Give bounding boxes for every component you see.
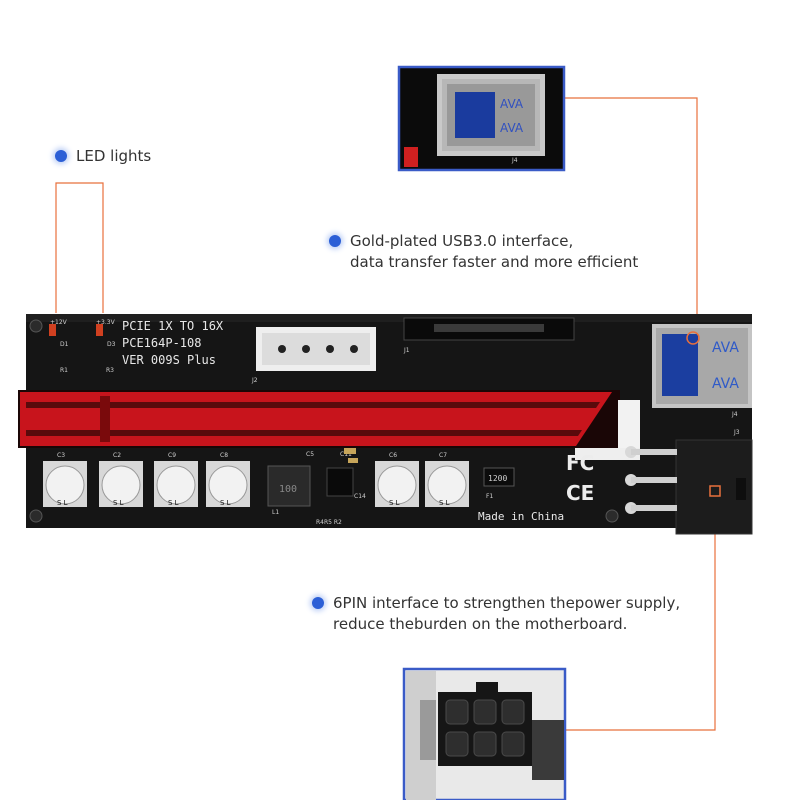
callout-led-text: LED lights — [76, 147, 152, 165]
ref-r3: R3 — [106, 367, 114, 374]
capacitor-group: 33016VVTES LC333016VVTES LC233016VVTES L… — [43, 452, 469, 507]
usb-logo-top: AVA — [712, 340, 739, 356]
usb3-port: AVA AVA J4 — [652, 324, 752, 418]
capacitor-foot: S L — [389, 499, 400, 507]
capacitor-ref: C2 — [113, 452, 121, 459]
capacitor: S L C6 — [375, 452, 419, 507]
board-title-2: PCE164P-108 — [122, 336, 201, 350]
bullet-dot-icon — [55, 150, 67, 162]
six-pin-connector: J3 — [625, 429, 753, 535]
inductor-code: 100 — [279, 484, 297, 495]
ce-mark: CE — [566, 481, 594, 505]
ref-d3: D3 — [107, 341, 116, 348]
capacitor-foot: S L — [113, 499, 124, 507]
board-title-3: VER 009S Plus — [122, 353, 216, 367]
board-title-1: PCIE 1X TO 16X — [122, 319, 224, 333]
label-12v: +12V — [50, 319, 68, 326]
ref-j1: J1 — [403, 347, 410, 354]
usb-closeup-inset: AVA AVA J4 — [397, 65, 566, 172]
capacitor: S L C2 — [99, 452, 143, 507]
ref-j4: J4 — [731, 411, 738, 418]
capacitor-foot: S L — [439, 499, 450, 507]
callout-usb: Gold-plated USB3.0 interface, data trans… — [329, 231, 639, 273]
bullet-dot-icon — [329, 235, 341, 247]
inset-usb-logo-bottom: AVA — [500, 121, 524, 135]
capacitor-ref: C8 — [220, 452, 228, 459]
callout-usb-line1: Gold-plated USB3.0 interface, — [350, 232, 574, 250]
leader-lines — [55, 97, 716, 731]
ref-c14: C14 — [354, 493, 366, 500]
ref-j3: J3 — [733, 429, 740, 436]
capacitor-ref: C9 — [168, 452, 176, 459]
capacitor-ref: C3 — [57, 452, 65, 459]
regulator-chip — [326, 467, 354, 497]
inductor — [267, 465, 311, 507]
slot-latch — [618, 400, 640, 458]
capacitor-foot: S L — [220, 499, 231, 507]
callout-led-lights: LED lights — [55, 146, 152, 167]
callout-6pin: 6PIN interface to strengthen thepower su… — [312, 593, 681, 635]
led-3v3 — [96, 324, 103, 336]
usb-logo-bottom: AVA — [712, 376, 739, 392]
ref-j2: J2 — [251, 377, 258, 384]
inset-ref-j4: J4 — [511, 157, 518, 164]
pcie-x16-slot — [18, 390, 640, 460]
ref-c11: C11 — [340, 451, 352, 458]
capacitor-ref: C6 — [389, 452, 397, 459]
label-3v3: +3.3V — [96, 319, 116, 326]
callout-usb-line2: data transfer faster and more efficient — [350, 253, 639, 271]
six-pin-closeup-inset — [402, 667, 567, 800]
ref-l1: L1 — [272, 509, 279, 516]
made-in-label: Made in China — [478, 510, 564, 523]
ref-c5: C5 — [306, 451, 314, 458]
capacitor: S L C9 — [154, 452, 198, 507]
led-12v — [49, 324, 56, 336]
callout-6pin-line1: 6PIN interface to strengthen thepower su… — [333, 594, 681, 612]
fc-mark: FC — [566, 451, 594, 475]
capacitor: S L C8 — [206, 452, 250, 507]
inset-usb-logo-top: AVA — [500, 97, 524, 111]
bullet-dot-icon — [312, 597, 324, 609]
capacitor: S L C7 — [425, 452, 469, 507]
capacitor-foot: S L — [168, 499, 179, 507]
ref-d1: D1 — [60, 341, 69, 348]
ref-f1: F1 — [486, 493, 493, 500]
ref-r1: R1 — [60, 367, 68, 374]
fuse — [483, 467, 515, 487]
fuse-code: 1200 — [488, 474, 507, 483]
callout-6pin-line2: reduce theburden on the motherboard. — [333, 615, 628, 633]
ref-r4r5r2: R4R5 R2 — [316, 519, 342, 526]
capacitor: S L C3 — [43, 452, 87, 507]
riser-board: +12V +3.3V D1 D3 R1 R3 PCIE 1X TO 16X PC… — [18, 314, 753, 535]
capacitor-ref: C7 — [439, 452, 447, 459]
capacitor-foot: S L — [57, 499, 68, 507]
